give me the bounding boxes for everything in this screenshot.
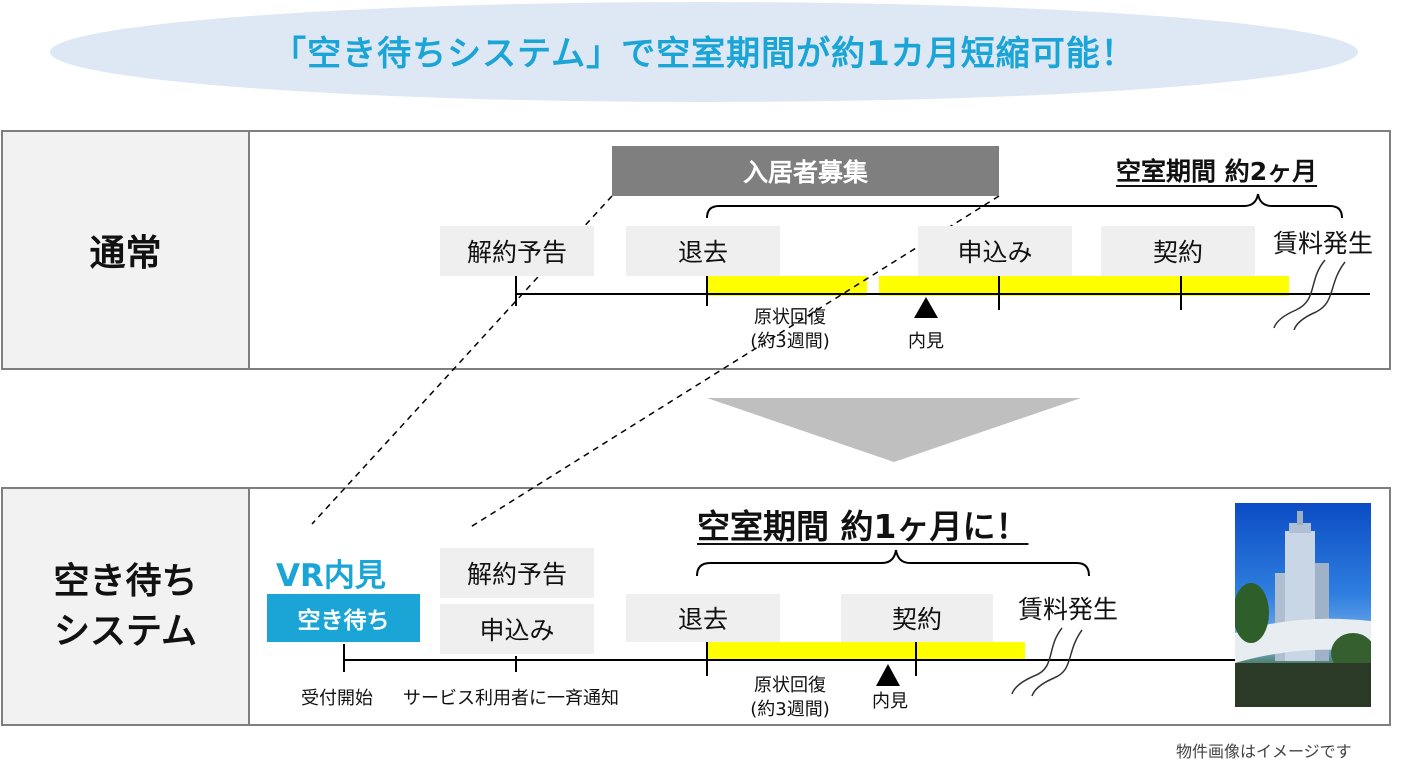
normal-restore-line2: (約3週間)	[750, 331, 830, 352]
normal-vacancy-bar	[879, 276, 1289, 296]
system-restore-line1: 原状回復	[754, 675, 826, 696]
system-vacancy-brace	[696, 549, 1090, 577]
normal-moveout-box: 退去	[626, 226, 780, 276]
normal-restore-line1: 原状回復	[754, 307, 826, 328]
system-label-line2: システム	[54, 610, 197, 652]
footnote: 物件画像はイメージです	[1176, 742, 1352, 761]
vr-logo: VR内見	[276, 558, 386, 594]
building-photo	[1235, 503, 1371, 707]
system-moveout-box: 退去	[626, 594, 780, 642]
system-restore-bar	[707, 642, 1025, 660]
system-vacancy-label: 空室期間 約1ヶ月に！	[697, 507, 1029, 546]
normal-restore-label: 原状回復 (約3週間)	[730, 306, 850, 354]
normal-rent-start: 賃料発生	[1273, 229, 1374, 258]
system-apply-box: 申込み	[440, 604, 594, 654]
system-restore-line2: (約3週間)	[750, 699, 830, 720]
connector-left	[311, 195, 613, 525]
normal-viewing-label: 内見	[908, 331, 944, 352]
connector-right	[468, 195, 1000, 529]
normal-apply-box: 申込み	[918, 226, 1072, 276]
headline: 「空き待ちシステム」で空室期間が約1カ月短縮可能！	[272, 34, 1136, 74]
reception-start-label: 受付開始	[301, 688, 373, 709]
headline-background	[50, 2, 1358, 102]
normal-contract-box: 契約	[1101, 226, 1255, 276]
notify-label: サービス利用者に一斉通知	[403, 688, 619, 709]
system-viewing-label: 内見	[872, 691, 908, 712]
normal-vacancy-brace	[706, 193, 1343, 219]
recruit-box: 入居者募集	[612, 146, 999, 196]
system-contract-box: 契約	[841, 594, 993, 642]
normal-restore-bar	[707, 276, 867, 296]
wait-badge: 空き待ち	[267, 594, 420, 642]
normal-vacancy-label: 空室期間 約2ヶ月	[1116, 157, 1318, 186]
normal-label: 通常	[3, 132, 250, 368]
building-illustration	[1235, 511, 1371, 707]
system-restore-label: 原状回復 (約3週間)	[730, 674, 850, 722]
down-arrow	[707, 398, 1081, 462]
system-label-line1: 空き待ち	[53, 560, 198, 602]
system-notice-box: 解約予告	[440, 548, 594, 598]
normal-notice-box: 解約予告	[440, 226, 594, 276]
normal-viewing-marker	[914, 297, 938, 318]
system-label: 空き待ち システム	[3, 489, 250, 724]
system-rent-start: 賃料発生	[1018, 595, 1119, 624]
system-viewing-marker	[876, 664, 900, 686]
